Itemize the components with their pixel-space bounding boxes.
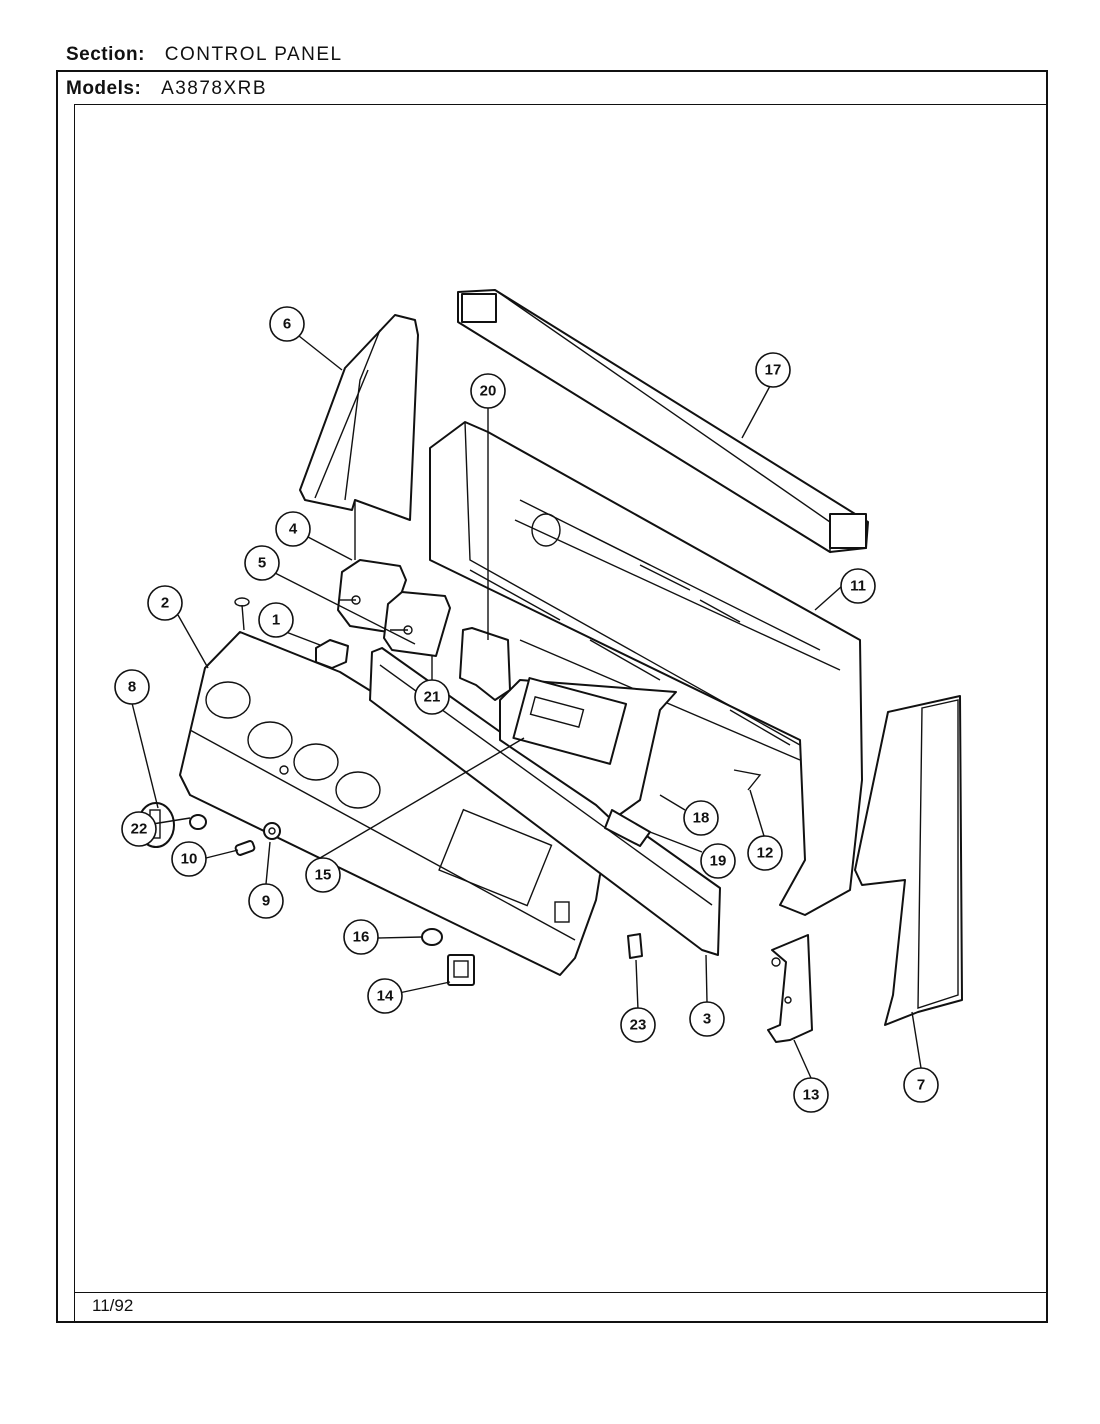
callout-17: 17 — [755, 352, 791, 388]
part-10-switch — [234, 840, 256, 856]
part-22-light — [189, 814, 207, 830]
callout-1: 1 — [258, 602, 294, 638]
svg-text:11: 11 — [850, 578, 866, 595]
part-2-control-panel — [179, 631, 621, 976]
callout-7: 7 — [903, 1067, 939, 1103]
svg-text:22: 22 — [131, 821, 148, 838]
svg-text:6: 6 — [283, 316, 291, 333]
revision-date: 11/92 — [92, 1296, 134, 1315]
svg-text:21: 21 — [424, 689, 441, 706]
part-9-nut — [263, 822, 281, 840]
callout-19: 19 — [700, 843, 736, 879]
models-heading: Models: A3878XRB — [66, 78, 267, 100]
models-value: A3878XRB — [161, 78, 268, 99]
svg-text:15: 15 — [315, 867, 332, 884]
svg-text:8: 8 — [128, 679, 136, 696]
part-6-left-trim — [299, 314, 419, 560]
callout-6: 6 — [269, 306, 305, 342]
part-11-rear-panel — [429, 421, 863, 916]
callout-11: 11 — [840, 568, 876, 604]
diagram-frame — [74, 104, 1048, 1323]
part-23-clip — [627, 933, 643, 959]
part-17-top-channel — [457, 289, 869, 554]
part-screw — [234, 597, 250, 631]
callout-2: 2 — [147, 585, 183, 621]
part-16-knob — [421, 928, 443, 946]
callout-5: 5 — [244, 545, 280, 581]
section-value: CONTROL PANEL — [164, 44, 343, 65]
callout-16: 16 — [343, 919, 379, 955]
svg-text:17: 17 — [765, 362, 782, 379]
svg-text:14: 14 — [377, 988, 394, 1005]
callout-10: 10 — [171, 841, 207, 877]
callout-18: 18 — [683, 800, 719, 836]
svg-text:2: 2 — [161, 595, 169, 612]
svg-text:7: 7 — [917, 1077, 925, 1094]
svg-text:19: 19 — [710, 853, 727, 870]
part-15-clock — [512, 677, 628, 765]
callout-12: 12 — [747, 835, 783, 871]
callout-22: 22 — [121, 811, 157, 847]
footer-divider — [74, 1292, 1048, 1293]
part-19-bracket — [604, 809, 651, 847]
svg-text:5: 5 — [258, 555, 266, 572]
callout-15: 15 — [305, 857, 341, 893]
callout-9: 9 — [248, 883, 284, 919]
section-label: Section: — [66, 44, 145, 65]
part-7-right-trim — [854, 695, 963, 1026]
part-13-hinge-bracket — [767, 934, 813, 1043]
callout-4: 4 — [275, 511, 311, 547]
leader-lines — [131, 335, 922, 1079]
callout-14: 14 — [367, 978, 403, 1014]
callout-13: 13 — [793, 1077, 829, 1113]
part-20-wiring-overlay — [459, 627, 511, 701]
svg-text:23: 23 — [630, 1017, 647, 1034]
callout-21: 21 — [414, 679, 450, 715]
svg-text:1: 1 — [272, 612, 280, 629]
svg-text:9: 9 — [262, 893, 270, 910]
svg-text:4: 4 — [289, 521, 298, 538]
models-label: Models: — [66, 78, 142, 99]
part-12-bracket — [733, 769, 762, 791]
svg-text:3: 3 — [703, 1011, 711, 1028]
svg-text:10: 10 — [181, 851, 198, 868]
part-14-rocker-switch — [447, 954, 475, 986]
callout-3: 3 — [689, 1001, 725, 1037]
svg-text:13: 13 — [803, 1087, 820, 1104]
part-5-infinite-switch — [383, 591, 451, 657]
callout-20: 20 — [470, 373, 506, 409]
svg-text:16: 16 — [353, 929, 370, 946]
svg-text:18: 18 — [693, 810, 710, 827]
callout-23: 23 — [620, 1007, 656, 1043]
svg-text:12: 12 — [757, 845, 774, 862]
svg-text:20: 20 — [480, 383, 497, 400]
section-heading: Section: CONTROL PANEL — [66, 44, 343, 66]
callout-8: 8 — [114, 669, 150, 705]
